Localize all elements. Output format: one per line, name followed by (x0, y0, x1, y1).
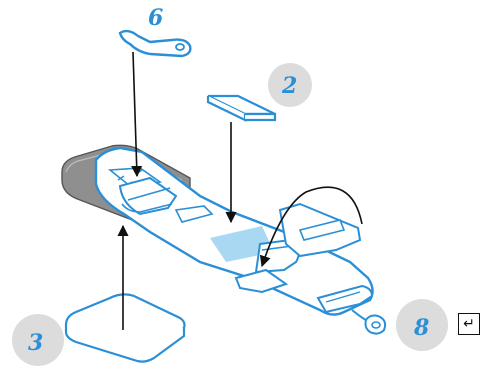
callout-6-label: 6 (148, 5, 163, 31)
callout-2: 2 (268, 63, 312, 107)
part-3-pad (66, 294, 185, 361)
callout-3-label: 3 (28, 330, 43, 356)
callout-2-label: 2 (281, 73, 297, 99)
callout-3: 3 (12, 314, 64, 366)
part-2-pad (208, 96, 275, 120)
callout-6: 6 (148, 5, 163, 31)
return-arrow-icon: ↵ (463, 317, 475, 331)
return-button[interactable]: ↵ (458, 313, 480, 335)
callout-8-label: 8 (413, 315, 429, 341)
callout-8: 8 (396, 299, 448, 351)
part-6-bracket (120, 31, 190, 56)
